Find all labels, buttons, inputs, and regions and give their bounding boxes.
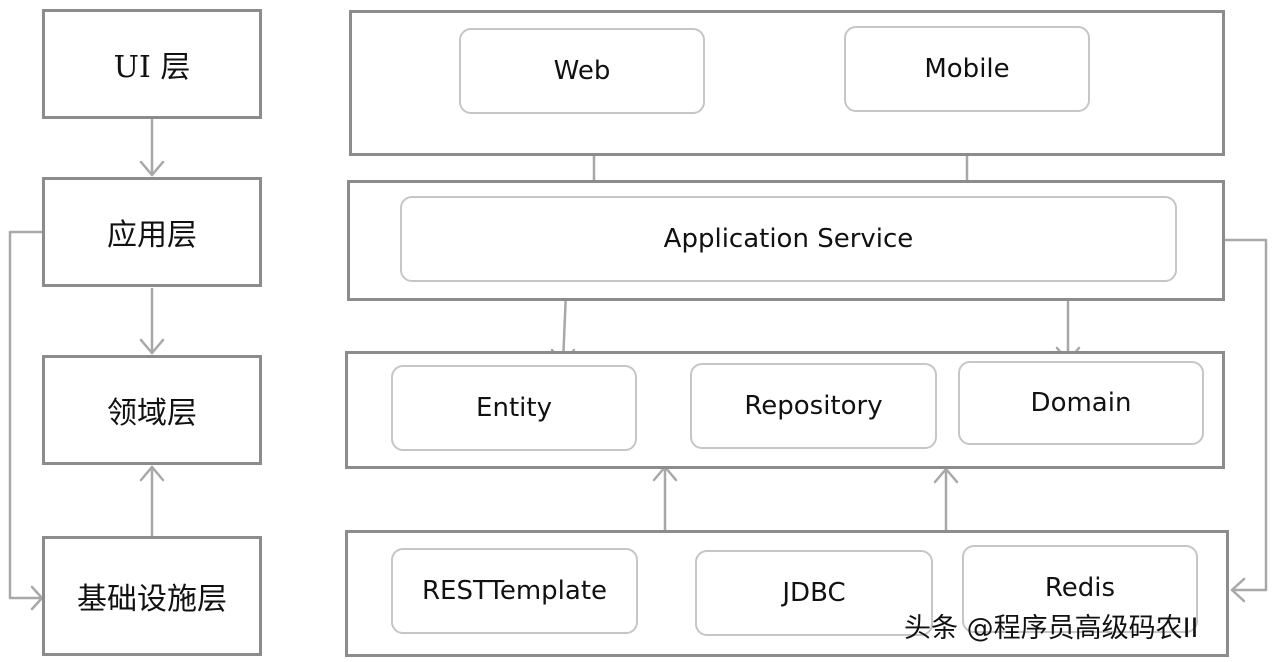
rest-template-label: RESTTemplate <box>421 576 608 606</box>
jdbc-label: JDBC <box>782 578 846 608</box>
domain-label: Domain <box>1030 388 1132 418</box>
arrowhead-infra-to-domain <box>139 465 165 482</box>
application-service-component: Application Service <box>400 196 1177 282</box>
mobile-component: Mobile <box>844 26 1090 112</box>
arrow-app-to-infra-right <box>1222 238 1268 592</box>
entity-component: Entity <box>391 365 637 451</box>
mobile-label: Mobile <box>924 54 1010 84</box>
arrowhead-app-to-domain <box>139 338 165 355</box>
application-layer-label: 应用层 <box>107 218 197 253</box>
repository-label: Repository <box>744 391 883 421</box>
arrowhead-infra-up-2 <box>933 467 959 484</box>
domain-component: Domain <box>958 361 1204 445</box>
ui-layer-label: UI 层 <box>113 50 191 85</box>
ui-layer-label-box: UI 层 <box>42 9 262 119</box>
application-layer-label-box: 应用层 <box>42 177 262 287</box>
watermark: 头条 @程序员高级码农II <box>904 613 1199 644</box>
infrastructure-layer-label: 基础设施层 <box>77 582 227 617</box>
web-label: Web <box>553 56 611 86</box>
entity-label: Entity <box>476 393 552 423</box>
redis-label: Redis <box>1044 573 1116 603</box>
application-service-label: Application Service <box>663 224 914 254</box>
domain-layer-label-box: 领域层 <box>42 355 262 465</box>
infrastructure-layer-label-box: 基础设施层 <box>42 536 262 656</box>
jdbc-component: JDBC <box>695 550 933 636</box>
arrowhead-app-to-infra-right <box>1230 577 1246 603</box>
arrow-app-to-infra-left <box>8 230 44 600</box>
arrowhead-ui-to-app <box>139 160 165 177</box>
rest-template-component: RESTTemplate <box>391 548 638 634</box>
web-component: Web <box>459 28 705 114</box>
redis-component: Redis <box>962 545 1198 633</box>
repository-component: Repository <box>690 363 937 449</box>
domain-layer-label: 领域层 <box>107 396 197 431</box>
